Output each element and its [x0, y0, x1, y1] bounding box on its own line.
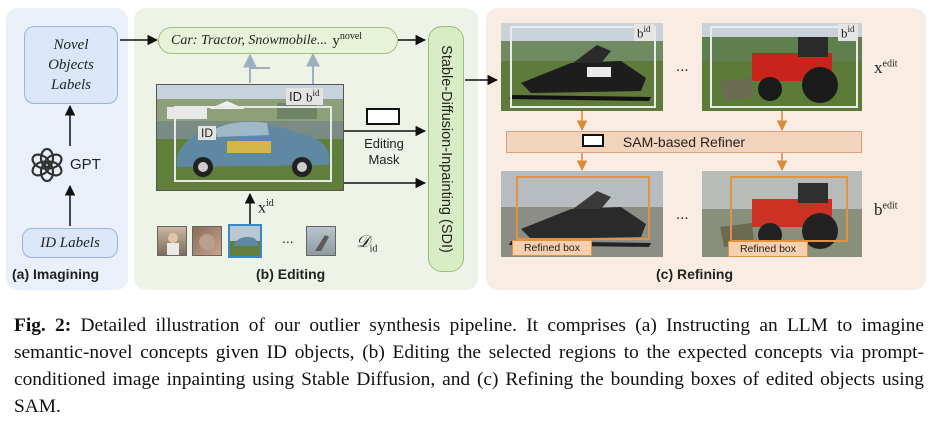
- id-labels-box: ID Labels: [22, 228, 118, 258]
- b-edit-base: b: [874, 200, 883, 219]
- id-labels-text: ID Labels: [40, 234, 100, 251]
- b-id-base-1: b: [637, 25, 644, 41]
- prompt-text: Car: Tractor, Snowmobile...: [171, 32, 328, 48]
- b-id-base: b: [306, 89, 313, 105]
- y-novel-base: y: [332, 33, 340, 49]
- arrow-image-to-prompt-a: [249, 67, 270, 83]
- refined-box-tractor: [730, 176, 848, 242]
- novel-objects-labels-text: Novel Objects Labels: [48, 36, 94, 94]
- sdi-box: [428, 26, 464, 272]
- x-id-sup: id: [266, 198, 274, 209]
- sdi-label: Stable-Diffusion-Inpainting (SDI): [438, 45, 454, 253]
- novel-objects-labels-box: Novel Objects Labels: [24, 26, 118, 104]
- tractor-bid-box: [710, 26, 858, 108]
- y-novel-sup: novel: [339, 31, 363, 42]
- edited-image-tractor: [702, 23, 862, 111]
- refined-box-label-1: Refined box: [512, 240, 592, 256]
- b-id-sup-2: id: [847, 24, 855, 34]
- ellipsis-top: ...: [676, 58, 689, 75]
- dataset-ellipsis: ...: [282, 230, 294, 246]
- caption-text: Detailed illustration of our outlier syn…: [14, 315, 924, 417]
- refined-box-label-2: Refined box: [728, 241, 808, 257]
- x-edit-base: x: [874, 58, 883, 77]
- snowmobile-bid-box: [510, 26, 656, 108]
- editing-mask-label-2: Mask: [368, 152, 400, 167]
- y-novel-symbol: ynovel: [332, 31, 362, 50]
- dataset-symbol: 𝒟id: [356, 232, 377, 254]
- dataset-thumb-3-selected: [228, 224, 262, 258]
- editing-mask-label-1: Editing: [364, 136, 404, 151]
- x-edit-sup: edit: [882, 58, 898, 70]
- dataset-sub: id: [369, 243, 378, 255]
- gpt-label: GPT: [70, 156, 101, 173]
- b-edit-sup: edit: [882, 200, 898, 212]
- x-id-base: x: [258, 199, 266, 217]
- refined-box-snowmobile: [516, 176, 650, 240]
- id-tag-2: ID: [289, 89, 302, 105]
- id-tag-bid: ID bid: [286, 88, 323, 106]
- editing-mask-label: Editing Mask: [352, 136, 416, 168]
- dataset-base: 𝒟: [356, 232, 370, 251]
- figure-caption: Fig. 2: Detailed illustration of our out…: [14, 312, 924, 420]
- imagining-title: (a) Imagining: [12, 266, 100, 282]
- x-edit-symbol: xedit: [874, 58, 898, 78]
- b-id-symbol: bid: [306, 88, 320, 105]
- b-id-symbol-1: bid: [634, 24, 654, 42]
- connector-arrows: [64, 34, 788, 226]
- sam-refiner-bar: SAM-based Refiner: [506, 131, 862, 153]
- refined-box-text-2: Refined box: [739, 243, 797, 255]
- dataset-thumb-1: [157, 226, 187, 256]
- refining-title: (c) Refining: [656, 266, 733, 282]
- sam-refiner-label: SAM-based Refiner: [622, 134, 746, 150]
- b-id-base-2: b: [841, 25, 848, 41]
- x-id-symbol: xid: [258, 198, 274, 217]
- refined-box-text-1: Refined box: [523, 242, 581, 254]
- b-edit-symbol: bedit: [874, 200, 898, 220]
- editing-title: (b) Editing: [256, 266, 326, 282]
- b-id-symbol-2: bid: [838, 24, 858, 42]
- b-id-sup: id: [312, 88, 320, 98]
- refiner-mask-icon: [582, 134, 604, 147]
- caption-fig-label: Fig. 2:: [14, 315, 72, 336]
- id-tag: ID: [198, 126, 216, 140]
- editing-mask-rect: [366, 108, 400, 125]
- b-id-sup-1: id: [643, 24, 651, 34]
- ellipsis-bottom: ...: [676, 206, 689, 223]
- novel-prompt-box: Car: Tractor, Snowmobile... ynovel: [158, 27, 398, 54]
- dataset-thumb-2: [192, 226, 222, 256]
- dataset-thumb-4: [306, 226, 336, 256]
- id-bounding-box: [174, 106, 332, 182]
- openai-gpt-icon: [31, 147, 63, 183]
